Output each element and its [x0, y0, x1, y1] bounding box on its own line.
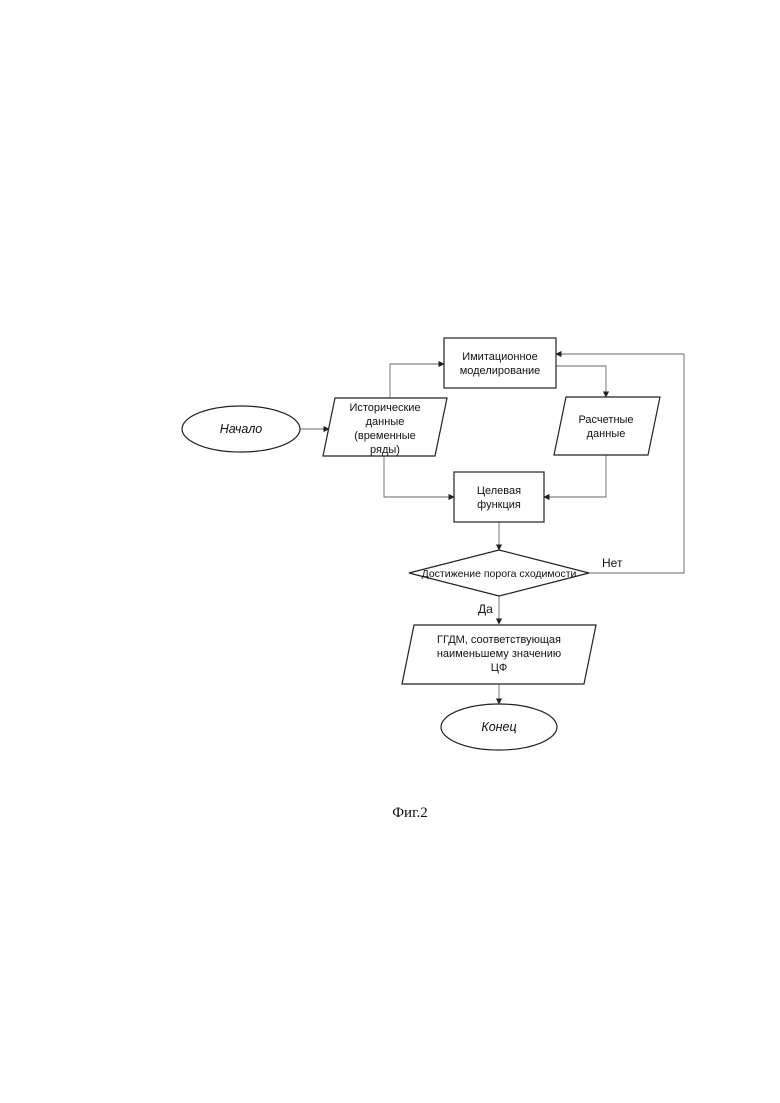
result-label-line-3: ЦФ [491, 662, 508, 674]
edge-historical-to-objective [384, 456, 454, 497]
calculated-label-line-2: данные [587, 428, 626, 440]
historical-label-line-4: ряды) [370, 444, 400, 456]
historical-data-node: Исторические данные (временные ряды) [323, 398, 447, 456]
figure-caption: Фиг.2 [392, 805, 428, 821]
convergence-decision-node: Достижение порога сходимости [409, 550, 589, 596]
historical-label-line-2: данные [366, 416, 405, 428]
edge-historical-to-simulation [390, 364, 444, 398]
end-label: Конец [481, 720, 516, 734]
edge-calculated-to-objective [544, 455, 606, 497]
historical-label-line-1: Исторические [349, 402, 420, 414]
start-label: Начало [220, 422, 262, 436]
result-label-line-1: ГГДМ, соответствующая [437, 634, 561, 646]
end-terminator: Конец [441, 704, 557, 750]
result-output-node: ГГДМ, соответствующая наименьшему значен… [402, 625, 596, 684]
start-terminator: Начало [182, 406, 300, 452]
simulation-label-line-2: моделирование [460, 365, 541, 377]
result-label-line-2: наименьшему значению [437, 648, 561, 660]
calculated-label-line-1: Расчетные [578, 414, 633, 426]
decision-label: Достижение порога сходимости [422, 568, 577, 580]
no-branch-label: Нет [602, 556, 623, 570]
calculated-data-node: Расчетные данные [554, 397, 660, 455]
objective-function-node: Целевая функция [454, 472, 544, 522]
edge-simulation-to-calculated [556, 366, 606, 397]
simulation-node: Имитационное моделирование [444, 338, 556, 388]
edge-decision-no-loop [556, 354, 684, 573]
historical-label-line-3: (временные [354, 430, 416, 442]
objective-label-line-1: Целевая [477, 485, 521, 497]
yes-branch-label: Да [478, 602, 493, 616]
objective-label-line-2: функция [477, 499, 521, 511]
simulation-label-line-1: Имитационное [462, 351, 538, 363]
